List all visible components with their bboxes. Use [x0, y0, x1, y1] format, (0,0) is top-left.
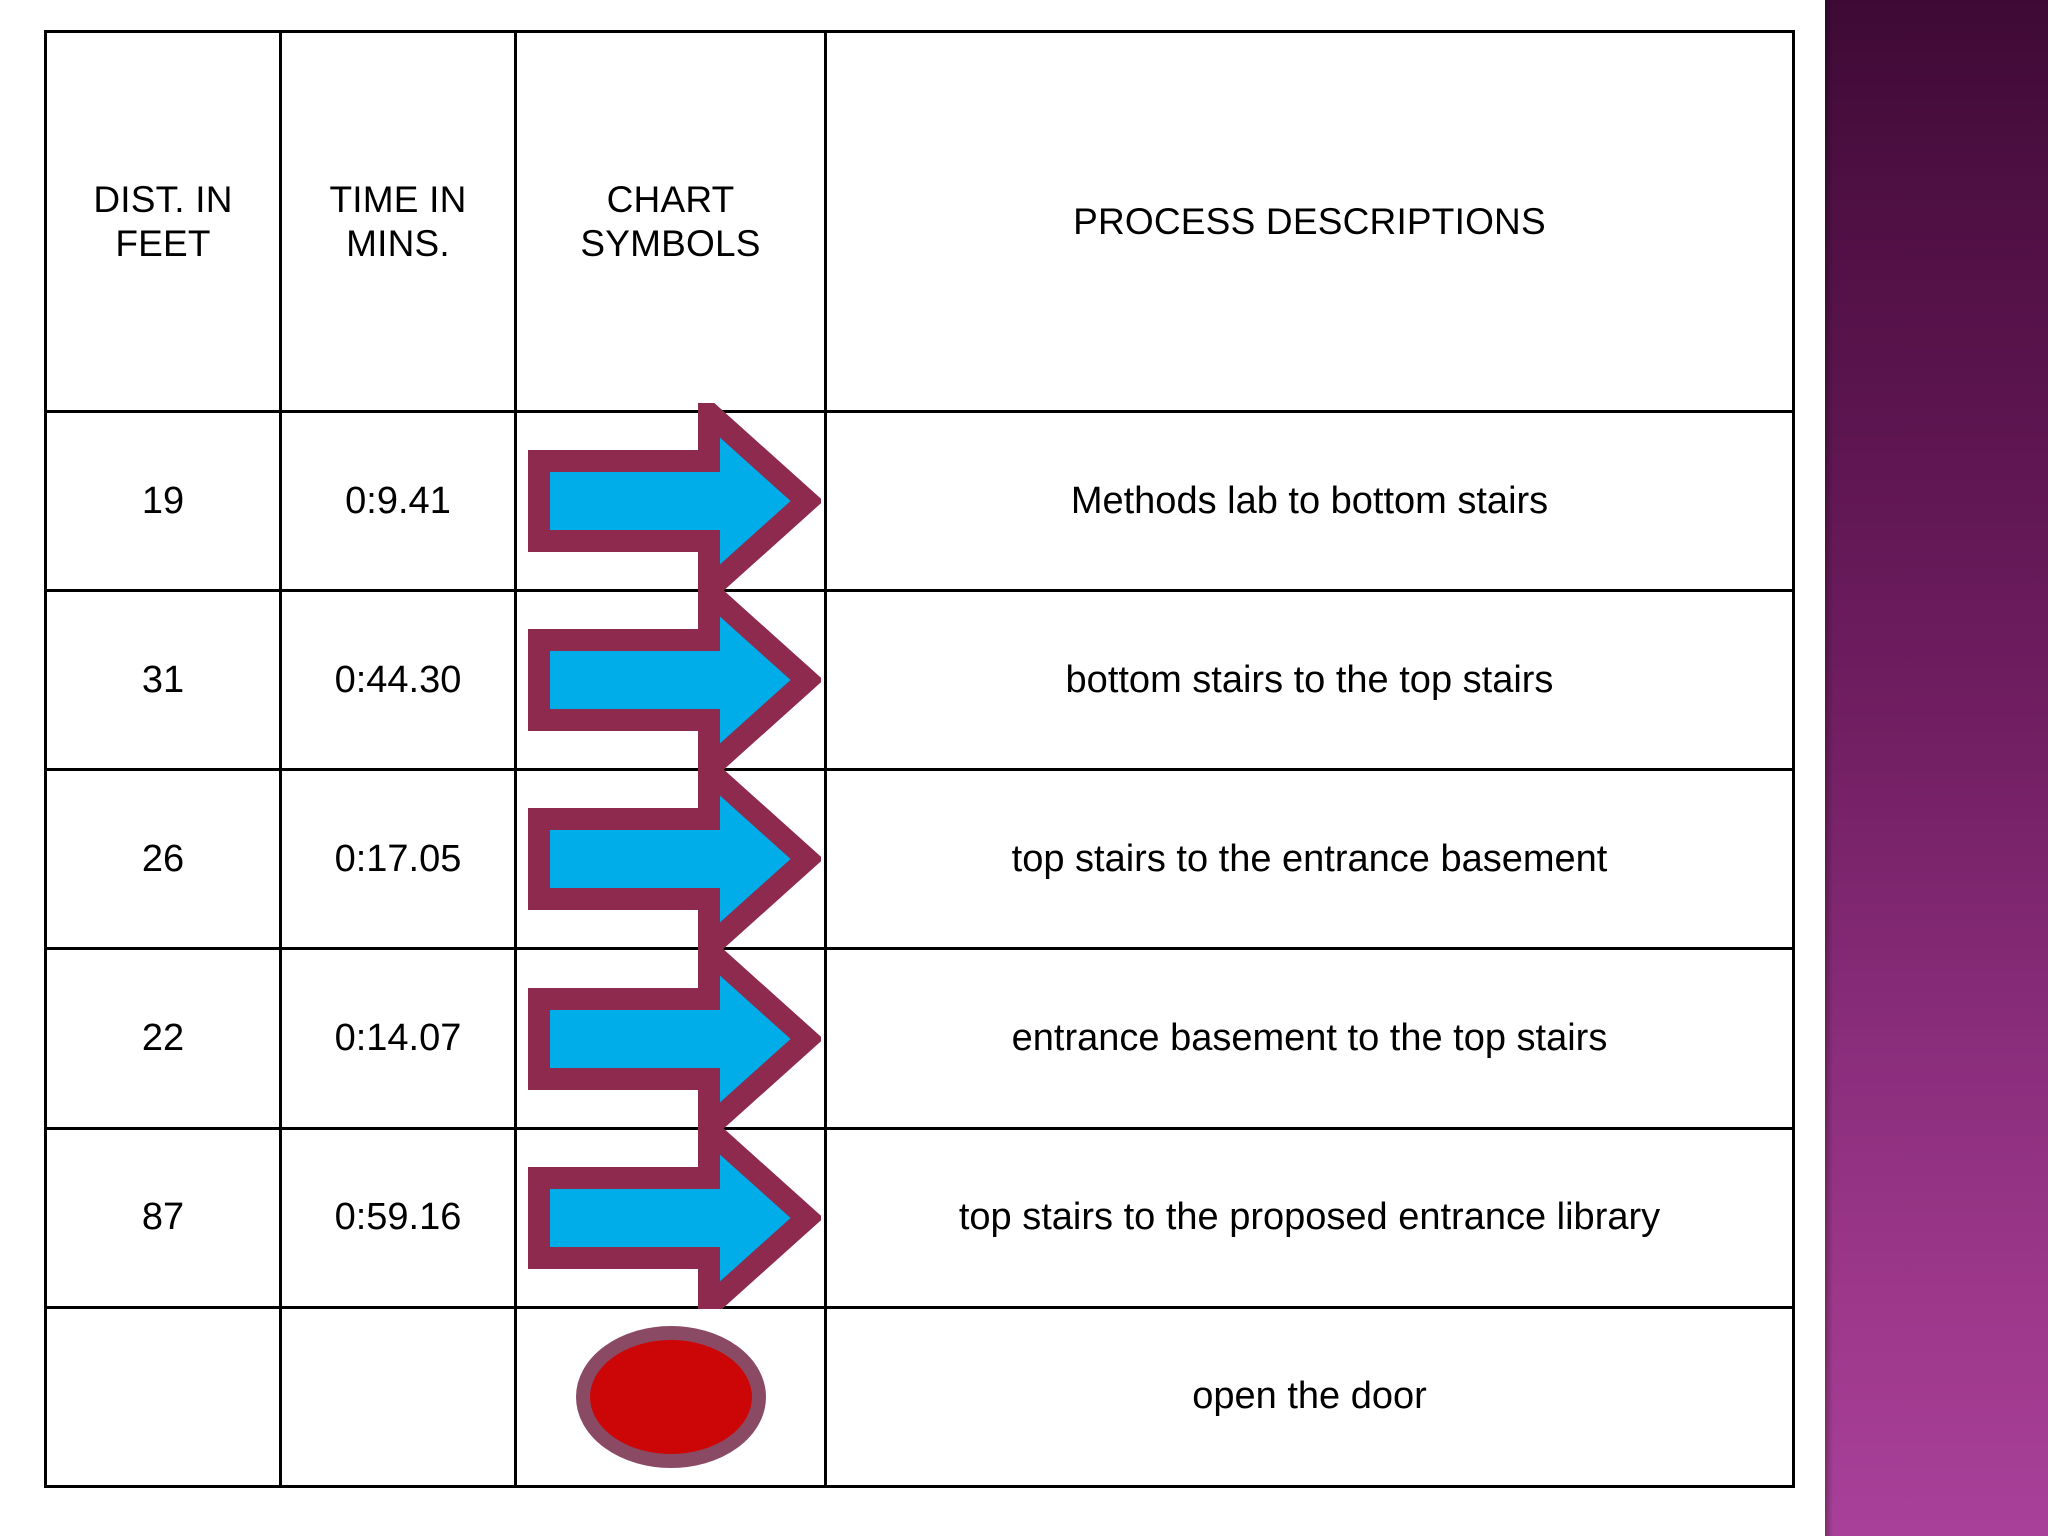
cell-process-description: open the door	[824, 1305, 1795, 1489]
cell-chart-symbol	[514, 761, 827, 958]
cell-time: 0:44.30	[279, 589, 517, 772]
column-header-descriptions-label: PROCESS DESCRIPTIONS	[1073, 200, 1546, 242]
column-header-symbols-line2: SYMBOLS	[580, 222, 761, 264]
column-header-distance: DIST. IN FEET	[44, 30, 282, 413]
right-arrow-icon	[527, 403, 821, 600]
cell-distance: 31	[44, 589, 282, 772]
process-chart-table: DIST. IN FEET TIME IN MINS. CHART SYMBOL…	[44, 30, 1795, 1489]
cell-chart-symbol	[514, 1305, 827, 1489]
cell-time: 0:17.05	[279, 768, 517, 951]
cell-process-description: top stairs to the proposed entrance libr…	[824, 1126, 1795, 1309]
table-header-row: DIST. IN FEET TIME IN MINS. CHART SYMBOL…	[44, 30, 1795, 413]
right-arrow-icon	[527, 761, 821, 958]
cell-distance: 22	[44, 947, 282, 1130]
cell-time: 0:14.07	[279, 947, 517, 1130]
process-chart-container: DIST. IN FEET TIME IN MINS. CHART SYMBOL…	[44, 30, 1795, 1489]
decorative-gradient-band	[1825, 0, 2048, 1536]
right-arrow-icon	[527, 1119, 821, 1316]
cell-chart-symbol	[514, 582, 827, 779]
cell-distance: 19	[44, 409, 282, 593]
red-ellipse-icon	[575, 1325, 766, 1468]
cell-distance	[44, 1305, 282, 1489]
table-row: open the door	[44, 1305, 1795, 1489]
column-header-time: TIME IN MINS.	[279, 30, 517, 413]
cell-time	[279, 1305, 517, 1489]
cell-chart-symbol	[514, 940, 827, 1137]
column-header-process-descriptions: PROCESS DESCRIPTIONS	[824, 30, 1795, 413]
column-header-chart-symbols: CHART SYMBOLS	[514, 30, 827, 413]
column-header-time-line2: MINS.	[346, 222, 450, 264]
cell-process-description: bottom stairs to the top stairs	[824, 589, 1795, 772]
column-header-time-line1: TIME IN	[329, 178, 467, 220]
cell-chart-symbol	[514, 403, 827, 600]
right-arrow-icon	[527, 582, 821, 779]
right-arrow-icon	[527, 940, 821, 1137]
cell-process-description: top stairs to the entrance basement	[824, 768, 1795, 951]
cell-process-description: Methods lab to bottom stairs	[824, 409, 1795, 593]
cell-time: 0:59.16	[279, 1126, 517, 1309]
decorative-gradient-band-edge	[1825, 0, 1833, 1536]
cell-time: 0:9.41	[279, 409, 517, 593]
cell-distance: 87	[44, 1126, 282, 1309]
cell-process-description: entrance basement to the top stairs	[824, 947, 1795, 1130]
cell-chart-symbol	[514, 1119, 827, 1316]
cell-distance: 26	[44, 768, 282, 951]
column-header-distance-line2: FEET	[115, 222, 211, 264]
column-header-distance-line1: DIST. IN	[93, 178, 233, 220]
column-header-symbols-line1: CHART	[606, 178, 735, 220]
